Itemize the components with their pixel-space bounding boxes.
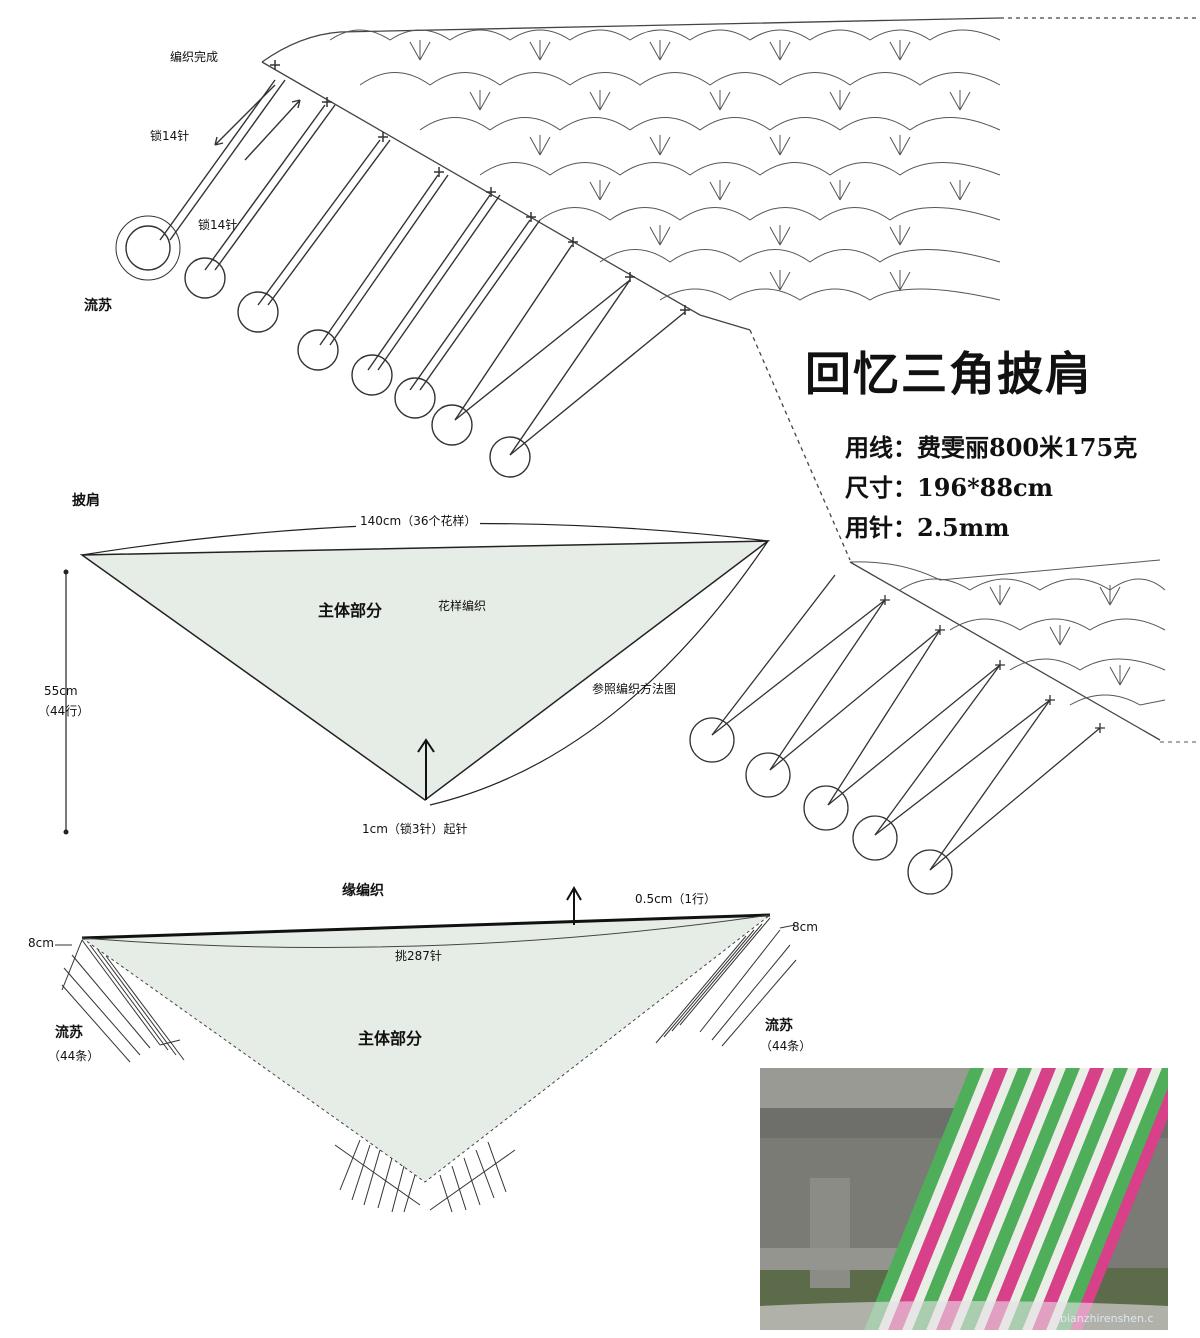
edge-top-line (81, 913, 771, 940)
pattern-label: 花样编织 (438, 599, 487, 613)
chart-pattern-rows (329, 29, 1001, 301)
edge-heading: 缘编织 (342, 883, 384, 899)
edge-body-label: 主体部分 (358, 1029, 423, 1048)
shawl-photo: bianzhirenshen.c (760, 1068, 1168, 1330)
pickup-label: 挑287针 (395, 949, 442, 963)
shawl-shape-diagram (63, 522, 771, 835)
tassel-ball (394, 377, 436, 419)
tassel-right-count: （44条） (760, 1039, 812, 1053)
tassel-left-count: （44条） (48, 1049, 100, 1063)
tassel-ball (237, 291, 279, 333)
tassel-left-label: 流苏 (55, 1025, 83, 1041)
spec-needle: 用针：2.5mm (845, 513, 1010, 542)
edge-diagram (55, 886, 797, 1213)
height-rows: （44行） (38, 704, 90, 718)
tassel-ball (489, 436, 531, 478)
chart-dashed-diagonal (749, 329, 851, 561)
fringe-bottom (334, 1139, 516, 1213)
chart-plus-marks (270, 60, 690, 315)
edge-row-label: 0.5cm（1行） (635, 892, 717, 906)
tassel-right-label: 流苏 (765, 1018, 793, 1034)
top-width-label: 140cm（36个花样） (356, 512, 481, 529)
chart-top-edge (261, 17, 1001, 63)
spec-size: 尺寸：196*88cm (845, 473, 1054, 502)
tassel-ball (125, 225, 171, 271)
spec-yarn: 用线：费雯丽800米175克 (845, 433, 1138, 462)
height-value: 55cm (44, 684, 78, 698)
tassel-ball (431, 404, 473, 446)
start-label: 1cm（锁3针）起针 (362, 822, 468, 836)
chain-label-1: 锁14针 (150, 129, 190, 143)
shawl-heading: 披肩 (72, 493, 100, 509)
chart-diagonal-edge (261, 61, 751, 331)
shawl-triangle (79, 540, 771, 801)
top-tassels (115, 79, 686, 478)
tassel-ball (351, 354, 393, 396)
crochet-chart-right (849, 559, 1200, 743)
chain-label-2: 锁14针 (198, 218, 238, 232)
right-tassels (689, 574, 1105, 895)
fringe-right (655, 917, 797, 1047)
up-arrow (566, 886, 582, 925)
watermark-text: bianzhirenshen.c (1060, 1312, 1154, 1325)
right-width-label: 8cm (792, 920, 818, 934)
edge-triangle (82, 915, 770, 1182)
left-width-label: 8cm (28, 936, 54, 950)
fringe-left (61, 939, 185, 1063)
chart-fan-clusters (409, 40, 971, 291)
side-note: 参照编织方法图 (592, 682, 677, 696)
tassel-label: 流苏 (84, 298, 112, 314)
page-title: 回忆三角披肩 (805, 347, 1093, 401)
tassel-ball (297, 329, 339, 371)
finish-label: 编织完成 (170, 50, 219, 64)
up-arrow (417, 738, 435, 800)
tassel-ball (184, 257, 226, 299)
body-label: 主体部分 (318, 601, 383, 620)
shawl-side-arc (429, 540, 769, 806)
